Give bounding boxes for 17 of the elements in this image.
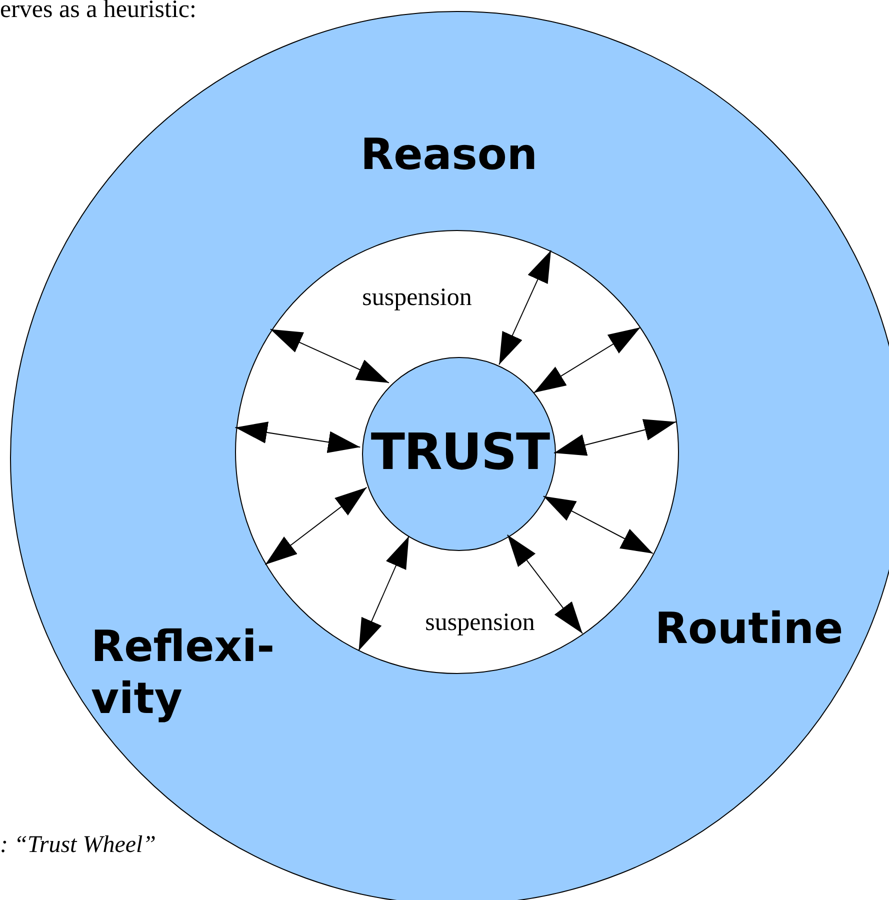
text-fragment: erves as a heuristic: <box>0 0 196 24</box>
double-arrow <box>270 328 390 384</box>
double-arrow <box>498 250 552 366</box>
double-arrow <box>506 534 583 634</box>
double-arrow <box>533 326 641 394</box>
region-label: Routine <box>654 603 844 656</box>
double-arrow <box>542 496 654 554</box>
double-arrow <box>234 422 361 453</box>
region-label: Reason <box>360 129 538 182</box>
double-arrow <box>358 536 410 652</box>
caption: : “Trust Wheel” <box>0 832 156 859</box>
region-label: Reflexi- vity <box>91 621 276 726</box>
double-arrow <box>264 486 368 566</box>
double-arrow <box>554 419 677 456</box>
suspension-label: suspension <box>362 285 472 310</box>
center-label: TRUST <box>370 427 550 477</box>
suspension-label: suspension <box>425 610 535 635</box>
